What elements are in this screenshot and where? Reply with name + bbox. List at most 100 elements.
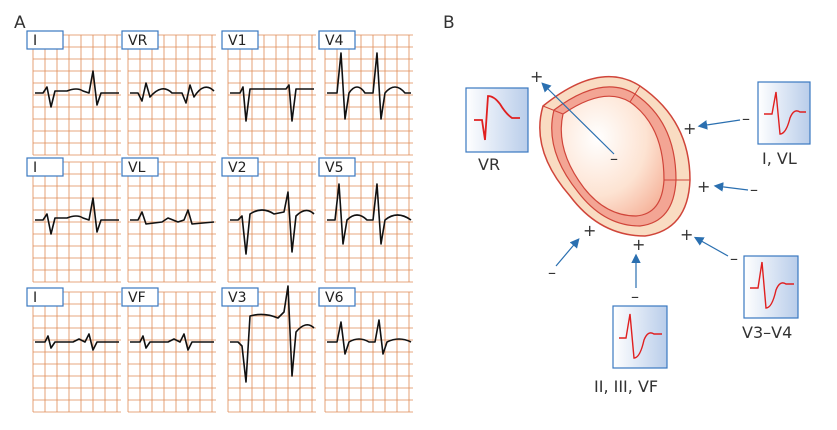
ecg-trace — [130, 82, 215, 104]
ecg-trace — [327, 319, 412, 355]
vr-positive-sign: + — [530, 67, 543, 86]
ecg-trace — [35, 70, 119, 108]
lead-label: V1 — [228, 33, 246, 49]
v3-v4-ecg-trace — [750, 261, 794, 309]
lower-left-arrow — [555, 238, 580, 267]
ecg-trace — [230, 285, 315, 383]
ecg-lead-cell: V4 — [318, 30, 413, 156]
lead-label: I — [33, 160, 37, 176]
lead-label: V4 — [325, 33, 344, 49]
lead-label-box — [221, 30, 259, 50]
lead-label-box — [26, 157, 64, 177]
ecg-lead-cell: VR — [121, 30, 216, 156]
lead-label: V3 — [228, 290, 246, 306]
lead-label-box — [221, 287, 259, 307]
ecg-trace — [230, 191, 315, 255]
ii-iii-vf-ecg-trace — [619, 313, 662, 359]
vr-caption: VR — [478, 155, 500, 174]
ecg-lead-cell: V3 — [221, 285, 316, 413]
ecg-trace — [130, 333, 214, 351]
i-vl-arrow — [697, 119, 741, 130]
v3-v4-positive-sign: + — [680, 225, 693, 244]
lead-label-box — [121, 30, 159, 50]
lead-label-box — [26, 287, 64, 307]
i-vl-negative-sign: – — [742, 109, 750, 128]
lateral-negative-sign: – — [750, 180, 758, 199]
ecg-grid-lines — [32, 34, 121, 156]
lead-label-box — [121, 287, 159, 307]
ecg-lead-cell: V2 — [221, 157, 316, 283]
v3-v4-arrow — [693, 236, 729, 257]
lead-label-box — [318, 157, 356, 177]
ecg-lead-cell: V6 — [318, 287, 413, 413]
v3-v4-waveform-box — [743, 255, 799, 319]
panel-a-label: A — [14, 13, 26, 33]
lower-left-positive-sign: + — [583, 221, 596, 240]
lead-label: V2 — [228, 160, 246, 176]
lead-vr-vector: + — [530, 67, 615, 155]
lead-i-vl-vector: + – — [683, 109, 750, 138]
lateral-arrow — [713, 182, 749, 192]
ecg-trace — [327, 52, 411, 120]
v3-v4-negative-sign: – — [730, 249, 738, 268]
ecg-lead-cell: V5 — [318, 157, 413, 283]
vr-ecg-trace — [474, 95, 520, 141]
lead-label: I — [33, 33, 37, 49]
ecg-lead-cell: I — [26, 30, 121, 156]
i-vl-waveform-box — [757, 81, 811, 145]
ecg-grid-lines — [227, 161, 316, 283]
ii-iii-vf-negative-sign: – — [631, 287, 639, 306]
ecg-trace — [230, 84, 314, 122]
vr-waveform-box — [465, 87, 529, 153]
ecg-lead-cell: I — [26, 157, 121, 283]
lead-label-box — [121, 157, 159, 177]
lead-label-box — [221, 157, 259, 177]
ecg-grid-lines — [227, 34, 316, 156]
lead-label: V6 — [325, 290, 344, 306]
lead-v3-v4-vector: + – — [680, 225, 738, 268]
lead-label: VL — [128, 160, 146, 176]
ecg-grid-lines — [227, 291, 316, 413]
panel-b-label: B — [443, 13, 455, 33]
ecg-grid-lines — [127, 34, 216, 156]
ecg-grid-lines — [32, 291, 121, 413]
lead-label-box — [26, 30, 64, 50]
lead-label: VF — [128, 290, 146, 306]
ecg-grid-lines — [32, 161, 121, 283]
ii-iii-vf-positive-sign: + — [632, 235, 645, 254]
lateral-electrode-vector: + – — [697, 177, 758, 199]
lead-ii-iii-vf-vector: + – — [631, 235, 645, 306]
lead-label-box — [318, 287, 356, 307]
lead-label: I — [33, 290, 37, 306]
lower-left-negative-sign: – — [548, 263, 556, 282]
i-vl-ecg-trace — [764, 91, 806, 135]
ecg-trace — [130, 209, 215, 225]
ecg-grid-lines — [127, 161, 216, 283]
lead-label: VR — [128, 33, 148, 49]
ecg-grid-lines — [324, 161, 413, 283]
i-vl-positive-sign: + — [683, 119, 696, 138]
ii-iii-vf-waveform-box — [612, 305, 668, 369]
ecg-lead-cell: VF — [121, 287, 216, 413]
ecg-grid-lines — [324, 34, 413, 156]
vr-arrow — [541, 82, 615, 155]
ecg-lead-cell: VL — [121, 157, 216, 283]
ecg-lead-cell: V1 — [221, 30, 316, 156]
heart-cross-section — [539, 75, 691, 237]
lower-left-electrode-vector: + – — [548, 221, 596, 282]
lead-label-box — [318, 30, 356, 50]
lateral-positive-sign: + — [697, 177, 710, 196]
ecg-lead-cell: I — [26, 287, 121, 413]
ecg-trace — [327, 183, 412, 245]
center-negative-sign: – — [610, 149, 618, 168]
ecg-grid-lines — [127, 291, 216, 413]
ii-iii-vf-caption: II, III, VF — [594, 377, 658, 396]
ecg-trace — [35, 333, 119, 351]
ecg-trace — [35, 197, 119, 235]
v3-v4-caption: V3–V4 — [742, 323, 792, 342]
ecg-grid-lines — [324, 291, 413, 413]
heart-cavity — [560, 95, 665, 217]
i-vl-caption: I, VL — [762, 149, 797, 168]
